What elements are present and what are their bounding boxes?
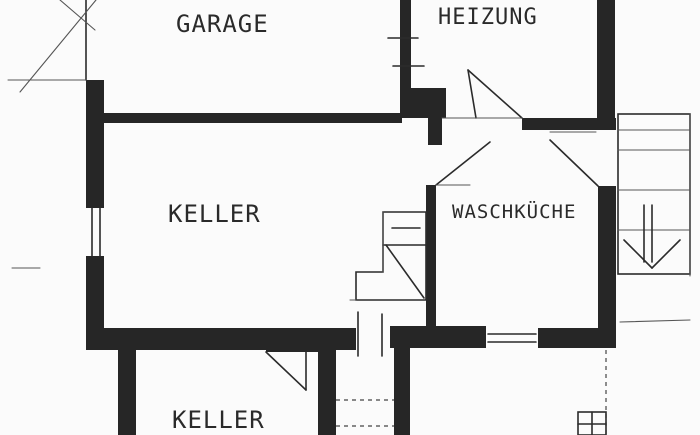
wall-bottom-right [538, 328, 616, 348]
wall-keller-wasch [426, 185, 436, 335]
walls [86, 0, 616, 435]
wall-lower-left [118, 348, 136, 435]
sketch-lines [7, 0, 691, 435]
label-keller-lower: KELLER [172, 406, 265, 434]
wall-lower-inner [266, 345, 318, 352]
wall-lower-corridor-right [394, 340, 410, 435]
wall-heizung-wasch [522, 118, 616, 130]
wall-heizung-bottom [428, 113, 442, 145]
wall-garage-keller [104, 113, 402, 123]
wall-bottom-mid [390, 326, 486, 348]
label-keller-main: KELLER [168, 200, 261, 228]
label-heizung: HEIZUNG [438, 5, 538, 30]
wall-left-lower [86, 256, 104, 348]
label-waschkueche: WASCHKÜCHE [452, 200, 576, 223]
wall-left-upper [86, 80, 104, 208]
wall-heizung-right [597, 0, 615, 130]
label-garage: GARAGE [176, 10, 269, 38]
wall-bottom-left [86, 328, 356, 350]
room-labels: GARAGE HEIZUNG KELLER WASCHKÜCHE KELLER [168, 5, 576, 434]
wall-lower-corridor-left [318, 340, 336, 435]
wall-garage-heizung [400, 0, 411, 118]
wall-wasch-right [598, 186, 616, 348]
